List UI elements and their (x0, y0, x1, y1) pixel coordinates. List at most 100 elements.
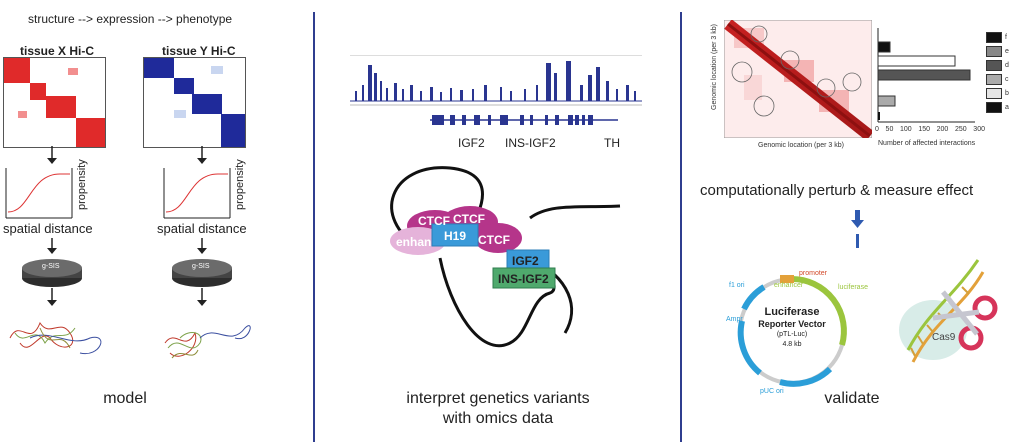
legend-item: b (986, 86, 1020, 100)
vector-ampr: Ampr (726, 316, 743, 323)
bar-d (877, 69, 971, 81)
bar-c (877, 95, 896, 107)
down-arrow-icon (47, 238, 57, 254)
legend-item: d (986, 58, 1020, 72)
hic-block (4, 58, 30, 83)
bar-x-label: Number of affected interactions (878, 140, 976, 147)
perturbation-circle (750, 25, 768, 43)
perturbation-circle (780, 50, 800, 70)
hic-contact (211, 66, 223, 74)
bar-axis-tick: 0 (875, 126, 879, 133)
hic-block (46, 96, 76, 118)
ctcf-label-3: CTCF (478, 233, 510, 247)
gsis-device-x (22, 259, 82, 287)
hic-contact (68, 68, 78, 75)
vector-puc-ori: pUC ori (760, 388, 784, 395)
bar-axis-tick: 100 (899, 126, 912, 133)
heatmap-y-label: Genomic location (per 3 kb) (711, 24, 718, 110)
vector-enhancer: enhancer (774, 282, 804, 289)
tissue-x-title: tissue X Hi-C (20, 44, 95, 58)
bar-axis-tick: 300 (973, 126, 985, 133)
gsis-label-x: g-SIS (42, 263, 60, 270)
scissors-icon (932, 290, 998, 351)
panel-model-header: structure --> expression --> phenotype (28, 12, 233, 26)
vector-subtitle: Reporter Vector (758, 319, 826, 329)
luciferase-vector-map (737, 275, 847, 387)
vector-luciferase: luciferase (838, 284, 868, 291)
gene-label-igf2: IGF2 (458, 136, 485, 150)
gsis-label-y: g-SIS (192, 263, 210, 270)
propensity-label-x: propensity (76, 159, 88, 210)
vector-f1-ori: f1 ori (729, 282, 745, 289)
bar-axis-ticks: 0 50 100 150 200 250 300 (875, 126, 985, 133)
h19-box (431, 223, 479, 247)
panel-separator (680, 12, 682, 442)
promoter-box (780, 275, 794, 283)
hic-block (192, 94, 222, 114)
hic-block (76, 118, 105, 147)
arrow-segment (855, 210, 860, 220)
down-arrow-icon (197, 238, 207, 254)
legend-item: a (986, 100, 1020, 114)
down-arrow-icon (851, 220, 864, 228)
bar-legend: f e d c b a (986, 30, 1020, 114)
bar-e (877, 55, 956, 67)
chromatin-loop-diagram (390, 166, 621, 347)
puc-ori-arc (779, 366, 833, 387)
f1-ori-arc (741, 284, 766, 311)
genome-track (350, 55, 642, 106)
chromatin-structures (9, 321, 251, 359)
perturb-arrow-graphic (851, 210, 864, 248)
legend-item: e (986, 44, 1020, 58)
ins-igf2-box (492, 267, 556, 289)
vector-title: Luciferase (764, 306, 820, 318)
vector-name: (pTL-Luc) (776, 331, 808, 338)
ampr-arc (737, 320, 762, 376)
gene-label-th: TH (604, 136, 620, 150)
legend-swatch (986, 59, 1002, 71)
sigmoid-plot-x (5, 168, 73, 219)
bar-axis-tick: 250 (954, 126, 967, 133)
down-arrow-icon (47, 288, 57, 306)
model-flow-graphics (5, 146, 232, 306)
legend-swatch (986, 31, 1002, 43)
interpret-caption-line1: interpret genetics variants (406, 390, 590, 407)
ins-igf2-label: INS-IGF2 (498, 272, 549, 286)
hic-block (144, 58, 174, 78)
ctcf-label-2: CTCF (453, 212, 485, 226)
perturbation-circle (753, 95, 775, 117)
enhancer-label: enhan (396, 235, 432, 249)
chromatin-structure-x (9, 321, 102, 355)
hic-contact (18, 111, 27, 118)
arrow-segment (856, 234, 859, 248)
ctcf-label-1: CTCF (418, 214, 450, 228)
hic-block (221, 114, 245, 147)
spatial-distance-label-y: spatial distance (157, 221, 247, 236)
bar-f (877, 41, 891, 53)
down-arrow-icon (197, 146, 207, 164)
affected-interactions-bars (877, 28, 975, 123)
propensity-label-y: propensity (234, 159, 246, 210)
perturbation-circle (816, 78, 836, 98)
cas9-illustration (899, 259, 998, 363)
perturbation-circle (731, 61, 753, 83)
bar-a (878, 112, 880, 120)
legend-item: c (986, 72, 1020, 86)
panel-separator (313, 12, 315, 442)
gene-track (430, 115, 618, 125)
hic-block (174, 78, 194, 94)
legend-swatch (986, 45, 1002, 57)
legend-swatch (986, 87, 1002, 99)
igf2-label: IGF2 (512, 254, 539, 268)
sigmoid-plot-y (163, 168, 231, 219)
bar-axis-tick: 50 (885, 126, 894, 133)
bar-axis-tick: 150 (918, 126, 930, 133)
hic-block (30, 83, 46, 100)
tissue-y-hic-matrix (143, 57, 246, 148)
validate-caption: validate (824, 390, 880, 407)
model-caption: model (103, 390, 147, 407)
vector-promoter: promoter (799, 270, 828, 277)
bar-axis-tick: 200 (936, 126, 949, 133)
down-arrow-icon (47, 146, 57, 164)
tissue-y-title: tissue Y Hi-C (162, 44, 236, 58)
